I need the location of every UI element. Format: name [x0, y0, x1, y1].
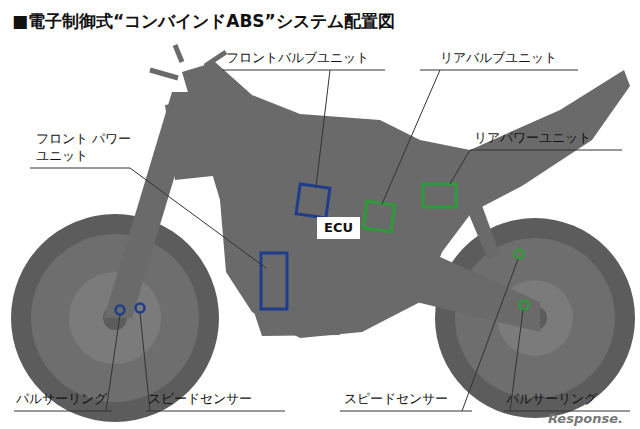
- rear-power-unit: [423, 184, 456, 207]
- part-label: フロントバルブユニット: [226, 49, 369, 66]
- ecu-box: ECU: [317, 217, 360, 239]
- front-power-unit: [261, 253, 287, 309]
- part-label: パルサーリング: [16, 390, 107, 407]
- motorcycle-silhouette: [11, 45, 635, 422]
- part-label: リアパワーユニット: [474, 129, 591, 146]
- front-valve-unit: [296, 184, 330, 218]
- leader-lines: [14, 70, 630, 411]
- rear-pulser-ring: [520, 301, 529, 310]
- watermark: Response.: [548, 410, 623, 427]
- part-label: リアバルブユニット: [440, 49, 557, 66]
- front-speed-sensor: [136, 304, 145, 313]
- rear-speed-sensor: [515, 250, 524, 259]
- rear-valve-unit: [363, 201, 394, 232]
- front-pulser-ring: [116, 306, 125, 315]
- part-label: スピードセンサー: [148, 390, 252, 407]
- part-label: パルサーリング: [506, 390, 597, 407]
- part-label: スピードセンサー: [344, 390, 448, 407]
- title: ■電子制御式“コンバインドABS”システム配置図: [12, 10, 395, 32]
- ecu-label: ECU: [324, 220, 353, 236]
- part-label: フロント パワーユニット: [36, 130, 132, 164]
